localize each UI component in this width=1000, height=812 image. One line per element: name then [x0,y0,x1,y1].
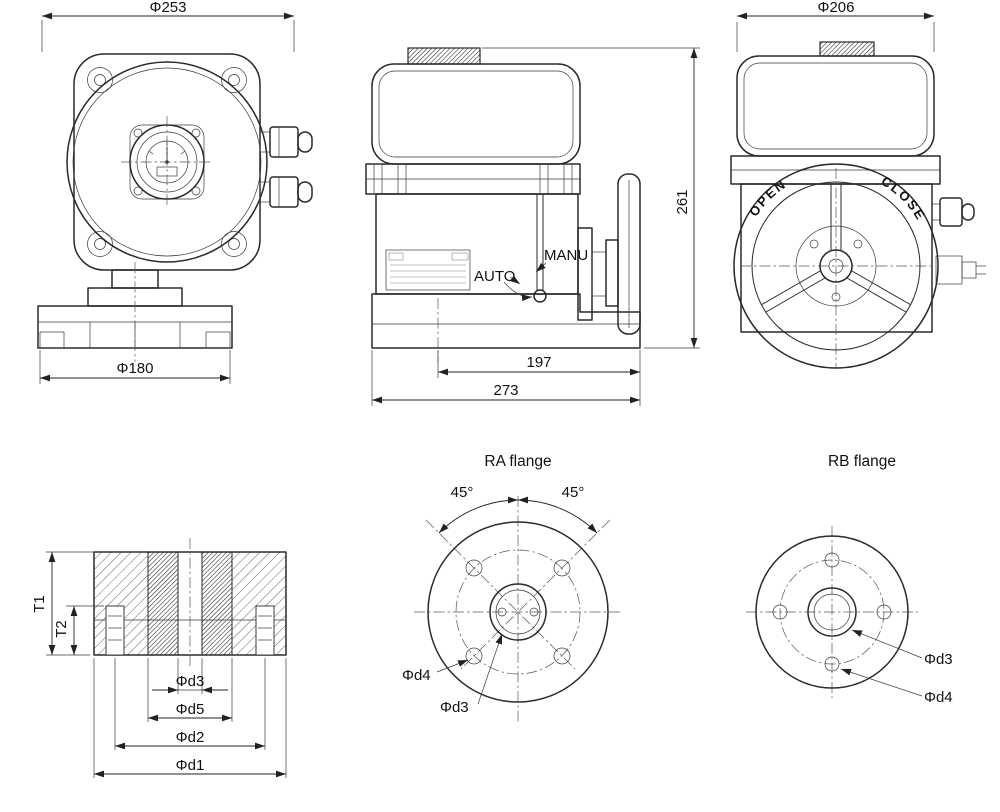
svg-text:OPEN: OPEN [746,176,789,219]
side-view: MANU AUTO 261 197 [365,47,700,406]
open-label: OPEN [746,176,787,219]
back-top-cap [819,41,875,57]
ra-d4-label: Φd4 [402,667,431,684]
ra-angle-right-label: 45° [562,484,585,501]
front-housing [66,53,268,271]
nameplate [385,249,471,291]
side-flange-band [365,163,581,195]
front-dim-top: Φ253 [41,0,295,52]
rb-flange-view: RB flange Φd3 Φd4 [746,453,953,706]
back-dim-top: Φ206 [736,0,935,52]
ra-d3-label: Φd3 [440,699,469,716]
front-dim-base-label: Φ180 [117,360,154,377]
handwheel-side [577,173,641,335]
ra-flange-view: RA flange 45° 45° Φd4 Φd3 [402,453,622,724]
ra-angle-dims: 45° 45° [438,484,598,534]
handwheel-spokes [760,184,912,313]
stud-right [255,605,275,656]
d5-label: Φd5 [176,701,205,718]
section-dims-bottom: Φd3 Φd5 Φd2 Φd1 [93,658,287,778]
back-dome [736,55,935,157]
front-base [37,262,233,362]
section-dim-t1: T1 [31,551,144,656]
side-base [371,293,641,362]
t2-label: T2 [53,620,70,638]
back-body [740,183,933,333]
ra-flange-title: RA flange [484,453,551,470]
cable-gland-back [931,197,975,227]
d1-label: Φd1 [176,757,205,774]
rb-leader-d4: Φd4 [840,668,953,706]
declutch-lever: MANU AUTO [474,194,588,303]
indicator-window [121,116,213,208]
cable-gland-front-1 [259,126,313,158]
stud-left [105,605,125,656]
section-view: T1 T2 Φd3 Φd5 Φd2 Φd1 [31,538,287,778]
back-view: Φ206 [730,0,986,369]
front-dim-base: Φ180 [39,350,231,384]
side-top-cap [407,47,481,65]
rb-flange-title: RB flange [828,453,896,470]
side-dim-height: 261 [482,47,700,349]
side-dim-hw-label: 197 [526,354,551,371]
side-dim-total-label: 273 [493,382,518,399]
front-view: Φ253 [37,0,313,384]
rb-d4-label: Φd4 [924,689,953,706]
d3-label: Φd3 [176,673,205,690]
front-dim-top-label: Φ253 [150,0,187,16]
ra-leader-d4: Φd4 [402,659,469,684]
ra-angle-left-label: 45° [451,484,474,501]
section-dim-t2: T2 [53,605,104,655]
d2-label: Φd2 [176,729,205,746]
side-dim-height-label: 261 [674,189,691,214]
handwheel: OPEN CLOSE [733,163,939,369]
side-dome [371,63,581,165]
auto-label: AUTO [474,268,515,285]
side-dim-hw: 197 [437,350,641,406]
rb-leader-d3: Φd3 [851,629,953,668]
manu-label: MANU [544,247,588,264]
back-flange-band [730,155,941,185]
handwheel-hub [795,225,877,307]
cable-gland-front-2 [259,176,313,208]
rb-d3-label: Φd3 [924,651,953,668]
ra-leader-d3: Φd3 [440,633,503,716]
side-dim-total: 273 [371,350,640,406]
back-dim-top-label: Φ206 [818,0,855,16]
t1-label: T1 [31,595,48,613]
section-body [93,538,287,668]
connector-back [935,255,986,285]
